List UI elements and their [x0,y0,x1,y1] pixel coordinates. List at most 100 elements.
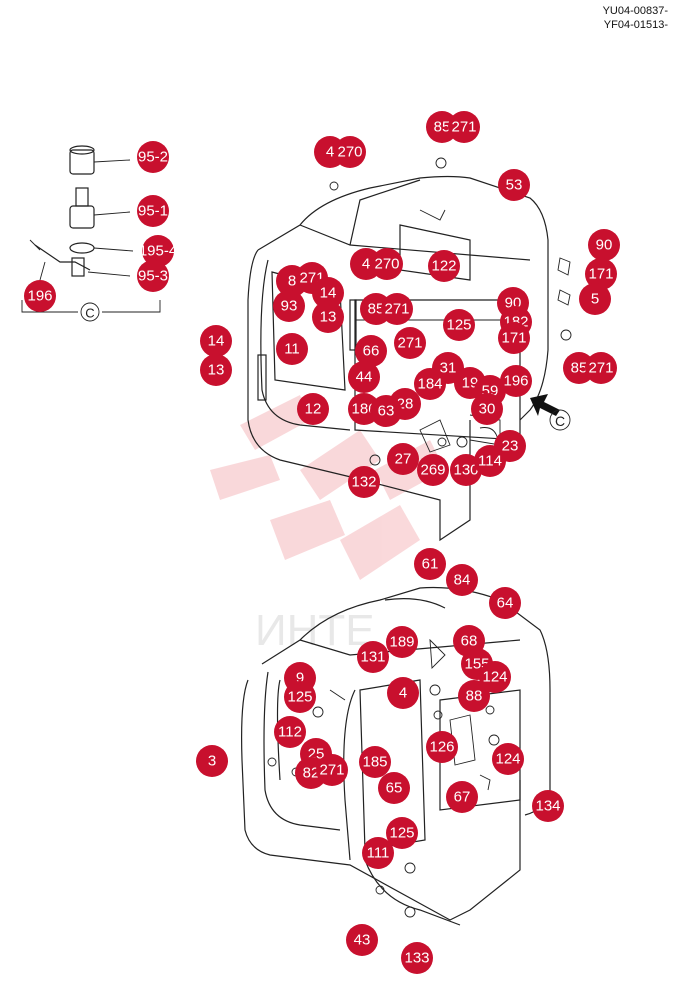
part-callout: 53 [498,169,530,201]
part-callout: 63 [370,395,402,427]
part-callout-label: 122 [431,258,456,275]
part-callout: 171 [585,258,617,290]
part-callout-label: 88 [466,688,483,705]
part-callout: 125 [443,309,475,341]
part-callout-marker [386,626,418,658]
part-callout: 27 [387,443,419,475]
watermark: ИНТЕ [210,395,445,655]
part-callout: 67 [446,781,478,813]
part-callout-label: 184 [417,376,442,393]
part-callout: 184 [414,368,446,400]
part-callout-label: 13 [208,362,225,379]
part-callout: 44 [348,361,380,393]
part-callout: 66 [355,335,387,367]
part-callout: 130 [450,454,482,486]
part-callout-label: 93 [281,298,298,315]
part-callout-marker [414,548,446,580]
part-callout-label: 4 [326,144,334,161]
part-callout: 85 [426,111,458,143]
part-callout: 124 [492,743,524,775]
part-callout-marker [200,325,232,357]
part-callout: 185 [359,746,391,778]
part-callout: 43 [346,924,378,956]
part-callout-marker [443,309,475,341]
part-callout-marker [446,781,478,813]
part-callout-marker [458,680,490,712]
part-callout-label: 43 [354,932,371,949]
part-callout-label: 14 [320,285,337,302]
part-callout-label: 19 [462,375,479,392]
part-callout-label: 271 [397,335,422,352]
part-callout-label: 114 [478,453,502,470]
part-callout-label: 85 [368,301,385,318]
part-callout: 196 [24,280,56,312]
part-callout-marker [334,136,366,168]
part-callout-marker [387,443,419,475]
part-callout-marker [381,293,413,325]
part-callout-label: 132 [351,474,376,491]
part-callout-marker [498,322,530,354]
part-callout-label: 271 [384,301,409,318]
inset-view-marker: C [85,306,94,321]
part-callout: 111 [362,837,394,869]
part-callout: 125 [284,681,316,713]
part-callout: 30 [471,393,503,425]
part-callout: 126 [426,731,458,763]
part-callout-marker [137,141,169,173]
part-callout-label: 271 [451,119,476,136]
part-callout: 61 [414,548,446,580]
part-callout-marker [450,454,482,486]
part-callout-label: 44 [356,369,373,386]
part-callout-label: 8 [288,273,296,290]
part-callout-marker [312,301,344,333]
part-callout: 13 [312,301,344,333]
part-callout-label: 64 [497,595,514,612]
part-callout-label: 27 [395,451,412,468]
part-callout-marker [137,195,169,227]
part-callout-label: 13 [320,309,337,326]
part-callout-marker [137,260,169,292]
part-callout-marker [312,277,344,309]
part-callout-label: 124 [495,751,520,768]
part-callout-label: 95-1 [138,203,168,220]
part-callout: 85 [563,352,595,384]
part-callout: 14 [200,325,232,357]
part-callout-marker [316,754,348,786]
part-callout: 95-2 [137,141,169,173]
part-callout: 12 [297,393,329,425]
part-callout-marker [498,169,530,201]
part-callout-label: 185 [362,754,387,771]
part-callout-marker [362,837,394,869]
part-callout-marker [428,250,460,282]
part-callout: 132 [348,466,380,498]
part-callout-label: 61 [422,556,439,573]
part-callout-label: 90 [596,237,613,254]
part-callout-marker [24,280,56,312]
part-callout-label: 126 [429,739,454,756]
part-callout-marker [417,454,449,486]
part-callout-label: 65 [386,780,403,797]
part-callout-label: 3 [208,753,216,770]
part-callout-marker [489,587,521,619]
part-callout-marker [426,731,458,763]
part-callout-marker [346,924,378,956]
part-callout-label: 14 [208,333,225,350]
part-callout: 195-4 [139,235,177,267]
part-callout-marker [200,354,232,386]
part-callout-marker [474,445,506,477]
part-callout-marker [142,235,174,267]
part-callout-label: 189 [389,634,414,651]
part-callout-marker [273,290,305,322]
part-callout-label: 85 [571,360,588,377]
part-callout: 114 [474,445,506,477]
part-callout-label: 82 [303,765,320,782]
part-callout-label: 271 [319,762,344,779]
part-callout-marker [579,283,611,315]
part-callout-marker [585,352,617,384]
part-callout: 13 [200,354,232,386]
part-callout: 5 [579,283,611,315]
part-callout-label: 12 [305,401,322,418]
part-callout: 4 [387,677,419,709]
